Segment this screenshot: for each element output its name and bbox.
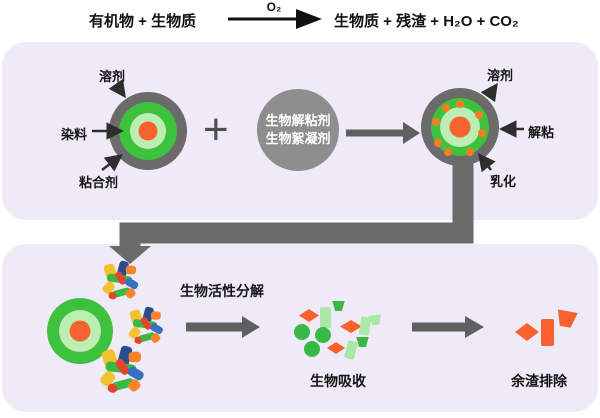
agent-line2: 生物絮凝剂 (265, 131, 331, 146)
emulsion-dot (434, 139, 442, 147)
dye-core (449, 116, 471, 138)
agent-line1: 生物解粘剂 (265, 113, 331, 129)
debris-circle-icon (304, 341, 320, 357)
bio-agent-circle: 生物解粘剂 生物絮凝剂 (257, 89, 339, 171)
label-bio-absorption: 生物吸收 (310, 373, 366, 389)
residue-rect-icon (541, 319, 554, 346)
emulsion-dot (475, 111, 483, 119)
emulsion-dot (456, 100, 464, 108)
enzyme-cluster-icon (98, 344, 146, 395)
label-debond: 解粘 (528, 125, 555, 140)
enzyme-ribbon (151, 311, 161, 320)
label-solvent-right: 溶剂 (487, 68, 514, 83)
plus-sign: + (203, 105, 229, 154)
emulsion-dot (444, 148, 452, 156)
debris-circle-icon (294, 324, 310, 340)
emulsion-dot (442, 104, 450, 112)
debris-circle-icon (315, 327, 331, 343)
enzyme-ribbon (125, 265, 136, 275)
enzyme-ribbon (133, 335, 143, 345)
label-emulsify: 乳化 (490, 174, 517, 189)
debris-diamond-icon (327, 342, 345, 354)
debris-rect-icon (320, 307, 331, 328)
emulsion-dot (466, 148, 474, 156)
emulsion-dot (432, 118, 440, 126)
enzyme-cluster-icon (101, 260, 140, 302)
dye-core (69, 320, 91, 342)
enzyme-cluster-icon (127, 306, 165, 346)
emulsion-dot (478, 129, 486, 137)
equation-reactants: 有机物 + 生物质 (89, 13, 197, 30)
residue-diamond-icon (515, 323, 539, 341)
dye-core (138, 121, 158, 141)
label-solvent-left: 溶剂 (99, 69, 126, 84)
label-dye: 染料 (61, 127, 88, 142)
debris-diamond-icon (299, 309, 319, 322)
enzyme-ribbon (128, 351, 141, 363)
label-bioactive-decomposition: 生物活性分解 (180, 283, 264, 299)
debris-trapezoid-icon (356, 337, 369, 347)
particle-untreated-icon (109, 92, 187, 170)
equation-products: 生物质 + 残渣 + H₂O + CO₂ (334, 13, 519, 30)
label-binder: 粘合剂 (79, 175, 119, 190)
debris-trapezoid-icon (332, 301, 345, 311)
equation-condition: O₂ (266, 0, 282, 14)
label-residue-removal: 余渣排除 (511, 373, 567, 389)
particle-treated-icon (421, 88, 499, 166)
debris-diamond-icon (340, 320, 362, 333)
